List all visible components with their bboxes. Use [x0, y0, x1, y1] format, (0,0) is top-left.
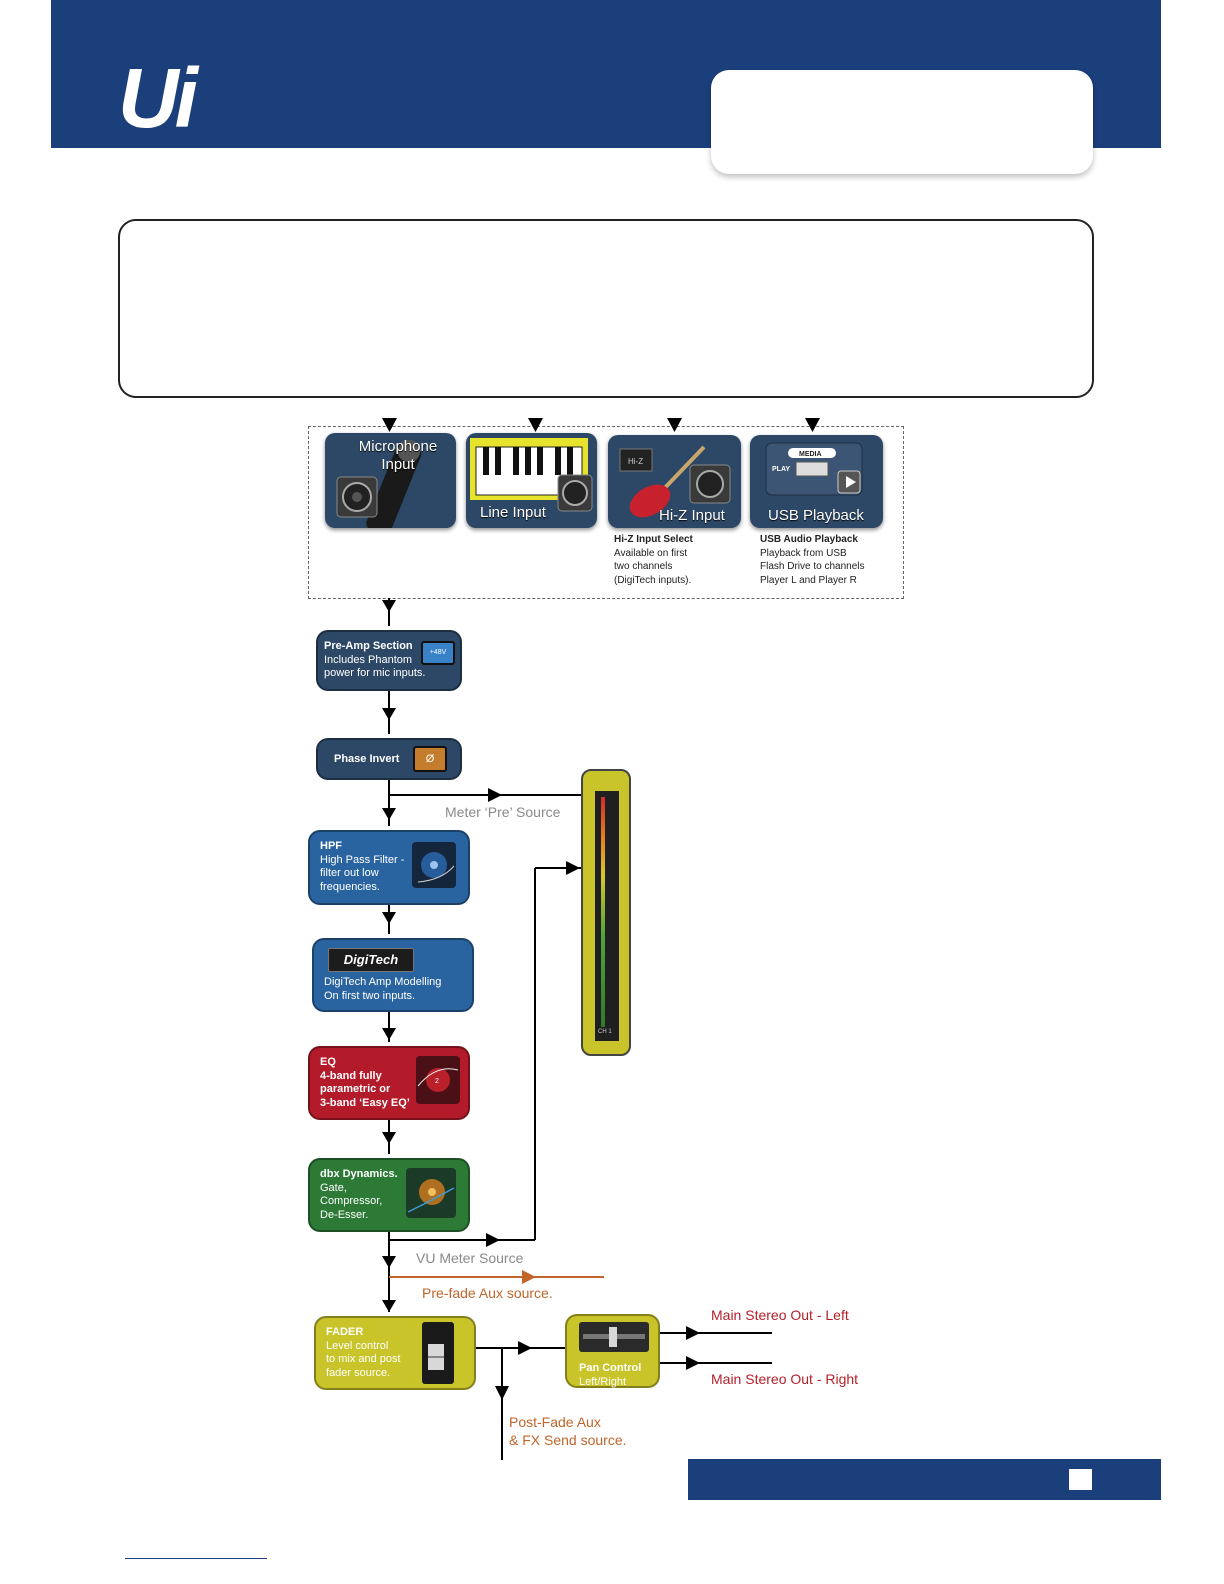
line-input-label: Line Input — [480, 504, 546, 521]
usb-note: USB Audio Playback Playback from USB Fla… — [760, 533, 865, 587]
usb-note-line2: Flash Drive to channels — [760, 561, 865, 572]
preamp-title: Pre-Amp Section — [324, 640, 413, 652]
usb-media-icon: MEDIA PLAY — [765, 442, 863, 496]
fader-line2: to mix and post — [326, 1353, 401, 1365]
digitech-node: DigiTech DigiTech Amp Modelling On first… — [312, 938, 474, 1012]
postfade-aux-label: Post-Fade Aux & FX Send source. — [509, 1413, 627, 1449]
microphone-input-tile: Microphone Input — [325, 433, 456, 528]
hpf-line3: frequencies. — [320, 880, 380, 893]
dbx-line2: Compressor, — [320, 1195, 383, 1207]
footer-rule — [125, 1558, 267, 1559]
hiz-note-line3: (DigiTech inputs). — [614, 574, 692, 586]
hpf-line1: High Pass Filter - — [320, 853, 405, 866]
fader-title: FADER — [326, 1326, 364, 1338]
intro-text-box — [118, 219, 1094, 398]
eq-line1: 4-band fully — [320, 1069, 382, 1082]
preamp-line2: power for mic inputs. — [324, 667, 426, 679]
fader-node: FADER Level control to mix and post fade… — [314, 1316, 476, 1390]
fader-line1: Level control — [326, 1339, 389, 1352]
eq-title: EQ — [320, 1056, 336, 1068]
hiz-note: Hi-Z Input Select Available on first two… — [614, 533, 693, 587]
meter-strip: CH 1 — [595, 791, 619, 1041]
hiz-note-line1: Available on first — [614, 547, 688, 559]
keyboard-icon — [470, 438, 593, 512]
usb-playback-label: USB Playback — [768, 507, 864, 524]
pan-line1: Left/Right mix. — [579, 1375, 627, 1402]
hpf-title: HPF — [320, 840, 342, 852]
line-input-tile: Line Input — [466, 433, 597, 528]
preamp-node: Pre-Amp Section Includes Phantom power f… — [316, 630, 462, 691]
phase-invert-button: Ø — [413, 746, 447, 772]
page-number-box — [1069, 1469, 1092, 1490]
pan-slider-icon — [579, 1322, 649, 1352]
eq-badge: 2 — [435, 1078, 439, 1085]
pan-title: Pan Control — [579, 1362, 642, 1374]
vu-meter-source-label: VU Meter Source — [416, 1250, 524, 1266]
postfade-line2: & FX Send source. — [509, 1432, 627, 1448]
usb-note-line3: Player L and Player R — [760, 574, 857, 586]
meter-channel-label: CH 1 — [598, 1029, 612, 1035]
dynamics-graph-icon — [406, 1168, 456, 1218]
eq-node: EQ 4-band fully parametric or 3-band ‘Ea… — [308, 1046, 470, 1120]
dbx-line1: Gate, — [320, 1181, 347, 1194]
hiz-note-title: Hi-Z Input Select — [614, 534, 693, 545]
digitech-logo: DigiTech — [328, 948, 414, 972]
hiz-note-line2: two channels — [614, 561, 673, 572]
meter-led-column — [601, 797, 605, 1027]
pan-control-node: Pan Control Left/Right mix. — [565, 1314, 660, 1401]
hiz-badge: Hi-Z — [628, 457, 643, 466]
hpf-node: HPF High Pass Filter - filter out low fr… — [308, 830, 470, 905]
ui-logo: Ui — [118, 51, 250, 145]
digitech-line2: On first two inputs. — [324, 989, 416, 1002]
input-sources-group — [308, 426, 904, 599]
hpf-knob-icon — [412, 842, 456, 888]
mic-label-line1: Microphone — [358, 438, 438, 455]
guitar-icon: Hi-Z — [619, 445, 731, 518]
eq-curve-icon: 2 — [416, 1056, 460, 1104]
dbx-dynamics-node: dbx Dynamics. Gate, Compressor, De-Esser… — [308, 1158, 470, 1232]
main-out-left-label: Main Stereo Out - Left — [711, 1307, 849, 1323]
play-badge: PLAY — [772, 466, 790, 473]
usb-playback-tile: MEDIA PLAY USB Playback — [750, 435, 883, 528]
phase-invert-node: Phase Invert Ø — [316, 738, 462, 780]
prefade-aux-label: Pre-fade Aux source. — [422, 1285, 553, 1301]
main-out-right-label: Main Stereo Out - Right — [711, 1371, 859, 1387]
ui-logo-text: Ui — [118, 58, 200, 130]
meter-pre-source-label: Meter ‘Pre’ Source — [445, 804, 561, 820]
fader-cap-icon — [422, 1322, 454, 1384]
usb-note-line1: Playback from USB — [760, 547, 847, 559]
preamp-line1: Includes Phantom — [324, 653, 413, 666]
postfade-line1: Post-Fade Aux — [509, 1414, 601, 1430]
phantom-48v-button: +48V — [421, 641, 455, 665]
hiz-input-tile: Hi-Z Hi-Z Input — [608, 435, 741, 528]
eq-line2: parametric or — [320, 1083, 391, 1095]
digitech-line1: DigiTech Amp Modelling — [324, 976, 442, 988]
fader-line3: fader source. — [326, 1366, 391, 1379]
usb-note-title: USB Audio Playback — [760, 534, 858, 545]
hpf-line2: filter out low — [320, 867, 379, 879]
media-badge: MEDIA — [799, 451, 822, 458]
eq-line3: 3-band ‘Easy EQ’ — [320, 1096, 410, 1109]
input-arrows — [382, 418, 820, 432]
hiz-input-label: Hi-Z Input — [659, 507, 725, 524]
phase-invert-title: Phase Invert — [334, 753, 400, 765]
channel-meter-panel: CH 1 — [581, 769, 631, 1056]
microphone-icon — [336, 439, 422, 528]
dbx-title: dbx Dynamics. — [320, 1168, 398, 1180]
title-box — [711, 70, 1093, 174]
dbx-line3: De-Esser. — [320, 1208, 369, 1221]
mic-label-line2: Input — [381, 456, 415, 473]
